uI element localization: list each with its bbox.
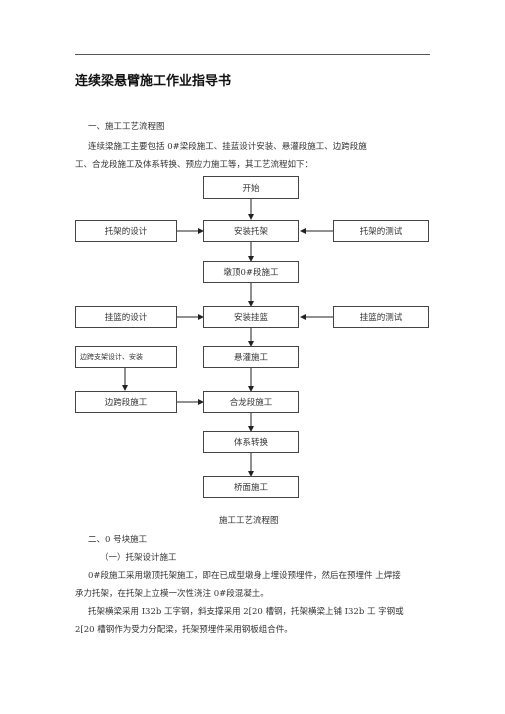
- flow-node-closure: 合龙段施工: [203, 391, 299, 413]
- flow-node-cantilever: 悬灌施工: [203, 346, 299, 368]
- document-title: 连续梁悬臂施工作业指导书: [75, 74, 232, 89]
- flow-node-bracket-test: 托架的测试: [333, 220, 429, 242]
- section-1-line-1: 连续梁施工主要包括 0#梁段施工、挂蓝设计安装、悬灌段施工、边跨段施: [88, 142, 367, 152]
- section-2-para-1-line-2: 承力托架，在托架上立模一次性浇注 0#段混凝土。: [75, 589, 269, 599]
- section-1-heading: 一、施工工艺流程图: [88, 122, 165, 132]
- section-2-subheading: （一）托架设计施工: [100, 553, 177, 563]
- flow-node-basket-test: 挂篮的测试: [333, 306, 429, 328]
- flow-node-side-span: 边跨段施工: [75, 391, 177, 413]
- section-2-para-2-line-1: 托架横梁采用 I32b 工字钢，斜支撑采用 2[20 槽钢，托架横梁上铺 I32…: [88, 607, 404, 617]
- section-2-para-2-line-2: 2[20 槽钢作为受力分配梁，托架预埋件采用钢板组合件。: [75, 625, 293, 635]
- flow-node-bracket-design: 托架的设计: [75, 220, 177, 242]
- flow-node-pier-top: 墩顶0#段施工: [203, 261, 299, 283]
- flow-node-install-basket: 安装挂篮: [203, 306, 299, 328]
- flow-node-side-support: 边跨支架设计、安装: [75, 346, 177, 368]
- flow-node-install-bracket: 安装托架: [203, 220, 299, 242]
- flow-node-start: 开始: [203, 176, 299, 199]
- flow-node-deck: 桥面施工: [203, 476, 299, 498]
- section-2-heading: 二、0 号块施工: [88, 535, 148, 545]
- flow-node-basket-design: 挂篮的设计: [75, 306, 177, 328]
- flow-node-conversion: 体系转换: [203, 431, 299, 453]
- section-2-para-1-line-1: 0#段施工采用墩顶托架施工，即在已成型墩身上埋设预埋件，然后在预埋件 上焊接: [88, 571, 401, 581]
- section-1-line-2: 工、合龙段施工及体系转换、预应力施工等，其工艺流程如下：: [75, 160, 314, 170]
- flowchart-caption: 施工工艺流程图: [219, 516, 279, 526]
- header-rule: [75, 54, 430, 55]
